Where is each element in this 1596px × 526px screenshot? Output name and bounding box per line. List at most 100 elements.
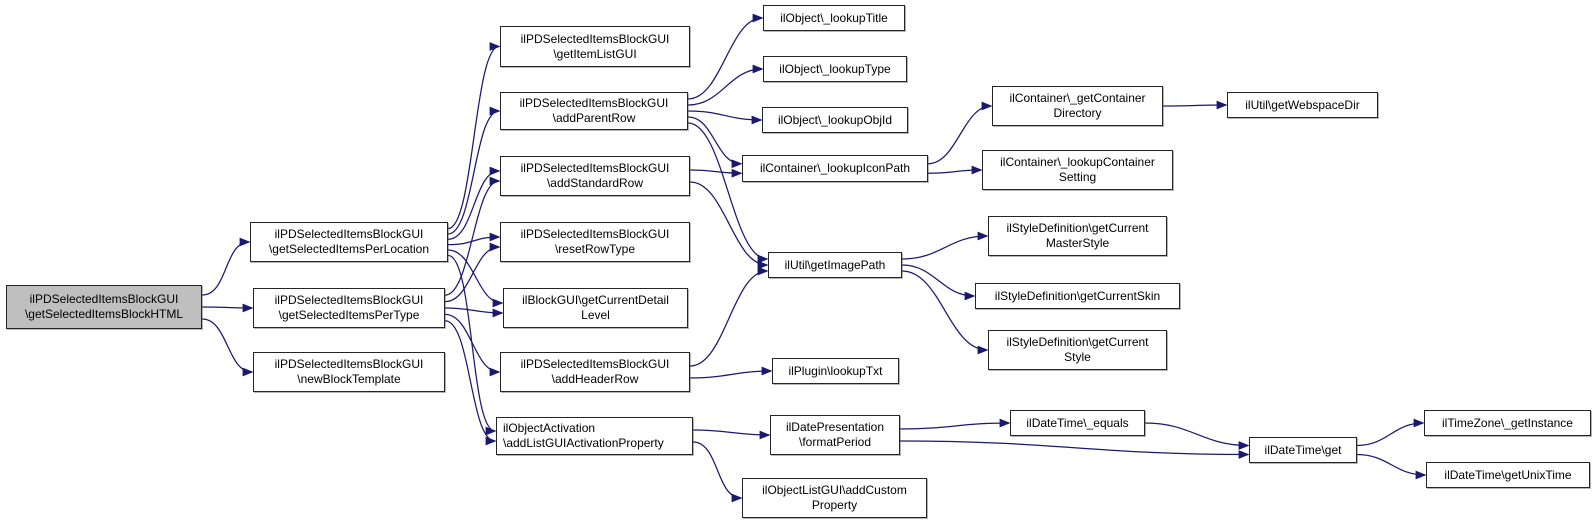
node-label-line: ilObjectListGUI\addCustom [762, 483, 907, 497]
edge-equals--get [1144, 422, 1250, 450]
edge-perLocation--addListGUIActivationProperty [447, 254, 497, 436]
node-label-line: Property [811, 498, 858, 512]
graph-node-lookupTitle[interactable]: ilObject\_lookupTitle [763, 5, 905, 31]
node-label-line: ilDateTime\getUnixTime [1444, 467, 1572, 482]
edge-getContainerDirectory--getWebspaceDir [1162, 100, 1228, 110]
edge-getImagePath--getCurrentSkin [901, 264, 976, 301]
graph-node-getInstance[interactable]: ilTimeZone\_getInstance [1424, 410, 1591, 436]
graph-node-get[interactable]: ilDateTime\get [1249, 437, 1357, 463]
node-label-line: ilDateTime\_equals [1026, 415, 1129, 430]
edge-perLocation--resetRowType [447, 232, 501, 246]
node-label-line: Style [1064, 350, 1091, 364]
edge-addStandardRow--lookupIconPath [689, 168, 743, 178]
edge-perLocation--addStandardRow [447, 166, 501, 240]
node-label-line: \newBlockTemplate [297, 372, 401, 386]
node-label-line: ilObject\_lookupType [779, 61, 891, 76]
edge-getImagePath--getCurrentStyle [901, 270, 989, 355]
node-label-line: ilPDSelectedItemsBlockGUI [274, 293, 424, 307]
graph-node-getItemListGUI[interactable]: ilPDSelectedItemsBlockGUI\getItemListGUI [500, 26, 690, 67]
node-label-line: \getSelectedItemsPerLocation [268, 242, 430, 256]
edge-perType--resetRowType [444, 242, 501, 303]
graph-node-newBlockTemplate[interactable]: ilPDSelectedItemsBlockGUI\newBlockTempla… [253, 352, 445, 392]
graph-node-lookupObjId[interactable]: ilObject\_lookupObjId [762, 107, 908, 133]
edge-addParentRow--lookupObjId [687, 110, 763, 125]
graph-node-lookupTxt[interactable]: ilPlugin\lookupTxt [772, 358, 899, 384]
edge-get--getUnixTime [1356, 453, 1427, 480]
graph-node-resetRowType[interactable]: ilPDSelectedItemsBlockGUI\resetRowType [500, 222, 690, 262]
node-label-line: \addListGUIActivationProperty [503, 436, 664, 450]
edge-addHeaderRow--getImagePath [689, 266, 769, 367]
node-label-line: ilUtil\getWebspaceDir [1245, 97, 1360, 112]
graph-node-perLocation[interactable]: ilPDSelectedItemsBlockGUI\getSelectedIte… [250, 222, 448, 262]
node-label-line: ilTimeZone\_getInstance [1442, 415, 1573, 430]
edge-addListGUIActivationProperty--addCustomProperty [692, 441, 743, 503]
graph-node-addListGUIActivationProperty[interactable]: ilObjectActivation\addListGUIActivationP… [496, 417, 693, 455]
node-label-line: ilObject\_lookupTitle [780, 10, 888, 25]
node-label-line: ilPlugin\lookupTxt [788, 363, 883, 378]
graph-node-addParentRow[interactable]: ilPDSelectedItemsBlockGUI\addParentRow [500, 92, 688, 130]
graph-node-perType[interactable]: ilPDSelectedItemsBlockGUI\getSelectedIte… [253, 288, 445, 328]
node-label-line: ilStyleDefinition\getCurrent [1006, 221, 1149, 235]
edge-getImagePath--getCurrentMasterStyle [901, 231, 989, 260]
edge-perLocation--addParentRow [447, 106, 501, 235]
node-label-line: ilStyleDefinition\getCurrentSkin [994, 288, 1161, 303]
node-label-line: Level [581, 308, 610, 322]
edge-formatPeriod--equals [899, 418, 1011, 430]
edge-addParentRow--getImagePath [687, 122, 769, 264]
edge-perLocation--getItemListGUI [447, 42, 501, 230]
graph-node-getWebspaceDir[interactable]: ilUtil\getWebspaceDir [1227, 92, 1378, 118]
edge-addParentRow--lookupIconPath [687, 116, 743, 169]
node-label-line: ilContainer\_getContainer [1009, 91, 1146, 105]
node-label-line: ilPDSelectedItemsBlockGUI [274, 357, 424, 371]
graph-node-lookupIconPath[interactable]: ilContainer\_lookupIconPath [742, 155, 928, 182]
node-label-line: Directory [1053, 106, 1102, 120]
edge-lookupIconPath--getContainerDirectory [927, 101, 993, 165]
node-label-line: ilUtil\getImagePath [784, 257, 886, 272]
node-label-line: \addParentRow [552, 111, 636, 125]
edge-addStandardRow--getImagePath [689, 181, 769, 270]
graph-node-formatPeriod[interactable]: ilDatePresentation\formatPeriod [770, 415, 900, 455]
graph-node-blockHTML[interactable]: ilPDSelectedItemsBlockGUI\getSelectedIte… [6, 285, 202, 329]
edge-blockHTML--newBlockTemplate [201, 318, 254, 377]
node-label-line: Setting [1058, 170, 1097, 184]
edge-perType--getCurrentDetailLevel [444, 307, 504, 318]
node-label-line: ilPDSelectedItemsBlockGUI [274, 227, 424, 241]
graph-node-addStandardRow[interactable]: ilPDSelectedItemsBlockGUI\addStandardRow [500, 156, 690, 196]
graph-node-addHeaderRow[interactable]: ilPDSelectedItemsBlockGUI\addHeaderRow [500, 352, 690, 392]
node-label-line: ilContainer\_lookupContainer [1000, 155, 1155, 169]
edge-get--getInstance [1356, 418, 1425, 447]
node-label-line: ilDateTime\get [1264, 442, 1342, 457]
edge-formatPeriod--get [899, 440, 1250, 459]
node-label-line: ilPDSelectedItemsBlockGUI [29, 292, 179, 306]
edge-perLocation--getCurrentDetailLevel [447, 249, 504, 308]
edge-lookupIconPath--lookupContainerSetting [927, 165, 983, 175]
edge-addParentRow--lookupType [687, 64, 764, 106]
node-label-line: ilPDSelectedItemsBlockGUI [520, 31, 670, 46]
node-label-line: ilPDSelectedItemsBlockGUI [520, 227, 670, 241]
node-label-line: \resetRowType [554, 242, 636, 256]
node-label-line: \getSelectedItemsBlockHTML [24, 307, 184, 321]
edge-addHeaderRow--lookupTxt [689, 366, 773, 379]
edge-perType--addStandardRow [444, 176, 501, 296]
edge-blockHTML--perType [201, 303, 254, 313]
graph-node-getCurrentSkin[interactable]: ilStyleDefinition\getCurrentSkin [975, 283, 1180, 309]
node-label-line: ilDatePresentation [785, 420, 885, 434]
node-label-line: ilPDSelectedItemsBlockGUI [520, 161, 670, 175]
node-label-line: ilObjectActivation [503, 421, 596, 435]
graph-node-getImagePath[interactable]: ilUtil\getImagePath [768, 252, 902, 278]
node-label-line: \addHeaderRow [551, 372, 639, 386]
node-label-line: ilContainer\_lookupIconPath [759, 161, 911, 175]
graph-node-getUnixTime[interactable]: ilDateTime\getUnixTime [1426, 462, 1590, 488]
edge-perType--addListGUIActivationProperty [444, 320, 497, 446]
graph-node-lookupType[interactable]: ilObject\_lookupType [763, 56, 907, 82]
graph-node-equals[interactable]: ilDateTime\_equals [1010, 410, 1145, 436]
edge-perType--addHeaderRow [444, 313, 501, 377]
edge-addParentRow--lookupTitle [687, 13, 764, 100]
node-label-line: \formatPeriod [798, 435, 872, 449]
